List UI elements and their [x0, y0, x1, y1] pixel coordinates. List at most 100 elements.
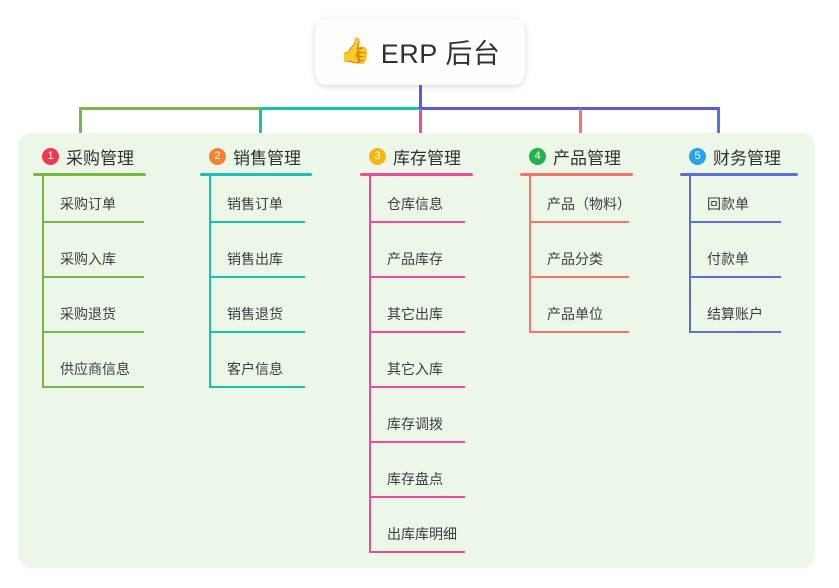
- child-item[interactable]: 其它入库: [360, 341, 520, 396]
- child-item[interactable]: 销售订单: [200, 176, 360, 231]
- child-rule: [369, 386, 465, 388]
- bus-right-connector: [419, 107, 720, 110]
- child-rule: [42, 276, 144, 278]
- branch-rule-3: [360, 173, 473, 176]
- thumbs-up-icon: 👍: [339, 37, 371, 65]
- branch-5-drop-connector: [717, 109, 720, 139]
- root-node[interactable]: 👍 ERP 后台: [315, 18, 525, 85]
- branch-title-5: 财务管理: [713, 148, 781, 168]
- child-rule: [529, 221, 629, 223]
- child-item[interactable]: 采购订单: [33, 176, 193, 231]
- bus-left-green-connector: [79, 107, 262, 110]
- child-label: 回款单: [707, 196, 749, 212]
- branch-title-1: 采购管理: [66, 148, 134, 168]
- child-item[interactable]: 出库库明细: [360, 506, 520, 561]
- branch-spine-2: [209, 176, 211, 386]
- branch-rule-4: [520, 173, 633, 176]
- child-rule: [369, 496, 465, 498]
- child-item[interactable]: 销售出库: [200, 231, 360, 286]
- child-rule: [209, 221, 305, 223]
- child-label: 出库库明细: [387, 526, 457, 542]
- branch-spine-4: [529, 176, 531, 331]
- branch-badge-2: 2: [209, 147, 226, 165]
- child-item[interactable]: 供应商信息: [33, 341, 193, 396]
- child-item[interactable]: 仓库信息: [360, 176, 520, 231]
- child-rule: [369, 551, 465, 553]
- child-label: 销售订单: [227, 196, 283, 212]
- child-item[interactable]: 回款单: [680, 176, 830, 231]
- child-rule: [369, 221, 465, 223]
- branch-column-2: 2 销售管理 销售订单销售出库销售退货客户信息: [200, 143, 360, 396]
- branch-badge-1: 1: [42, 147, 59, 165]
- child-rule: [42, 221, 144, 223]
- branch-header-3[interactable]: 3 库存管理: [360, 143, 520, 169]
- branch-column-3: 3 库存管理 仓库信息产品库存其它出库其它入库库存调拨库存盘点出库库明细: [360, 143, 520, 561]
- child-label: 仓库信息: [387, 196, 443, 212]
- child-label: 供应商信息: [60, 361, 130, 377]
- child-item[interactable]: 产品（物料）: [520, 176, 680, 231]
- child-rule: [209, 331, 305, 333]
- child-label: 其它出库: [387, 306, 443, 322]
- child-rule: [209, 386, 305, 388]
- branch-4-drop-connector: [579, 109, 582, 139]
- child-item[interactable]: 销售退货: [200, 286, 360, 341]
- child-label: 产品（物料）: [547, 196, 631, 212]
- child-item[interactable]: 采购入库: [33, 231, 193, 286]
- branch-header-5[interactable]: 5 财务管理: [680, 143, 830, 169]
- child-item[interactable]: 产品分类: [520, 231, 680, 286]
- branch-children-5: 回款单付款单结算账户: [680, 176, 830, 341]
- child-item[interactable]: 结算账户: [680, 286, 830, 341]
- branch-title-3: 库存管理: [393, 148, 461, 168]
- branch-column-5: 5 财务管理 回款单付款单结算账户: [680, 143, 830, 341]
- branch-rule-5: [680, 173, 798, 176]
- branch-badge-5: 5: [689, 147, 706, 165]
- branch-title-4: 产品管理: [553, 148, 621, 168]
- child-rule: [689, 331, 781, 333]
- child-label: 结算账户: [707, 306, 763, 322]
- child-label: 产品库存: [387, 251, 443, 267]
- branch-children-4: 产品（物料） 产品分类产品单位: [520, 176, 680, 341]
- child-item[interactable]: 其它出库: [360, 286, 520, 341]
- branch-children-3: 仓库信息产品库存其它出库其它入库库存调拨库存盘点出库库明细: [360, 176, 520, 561]
- branch-header-4[interactable]: 4 产品管理: [520, 143, 680, 169]
- root-stem-connector: [419, 85, 422, 109]
- branch-column-1: 1 采购管理 采购订单采购入库采购退货供应商信息: [33, 143, 193, 396]
- content-panel: [18, 133, 815, 568]
- child-rule: [369, 331, 465, 333]
- child-rule: [369, 441, 465, 443]
- child-rule: [529, 331, 629, 333]
- child-item[interactable]: 库存调拨: [360, 396, 520, 451]
- child-label: 销售出库: [227, 251, 283, 267]
- child-item[interactable]: 采购退货: [33, 286, 193, 341]
- branch-children-1: 采购订单采购入库采购退货供应商信息: [33, 176, 193, 396]
- child-label: 客户信息: [227, 361, 283, 377]
- branch-title-2: 销售管理: [233, 148, 301, 168]
- branch-3-drop-connector: [419, 109, 422, 139]
- child-item[interactable]: 产品单位: [520, 286, 680, 341]
- branch-spine-1: [42, 176, 44, 386]
- branch-header-2[interactable]: 2 销售管理: [200, 143, 360, 169]
- child-label: 付款单: [707, 251, 749, 267]
- child-rule: [689, 276, 781, 278]
- child-label: 库存调拨: [387, 416, 443, 432]
- child-rule: [369, 276, 465, 278]
- child-rule: [42, 386, 144, 388]
- branch-rule-1: [33, 173, 146, 176]
- child-item[interactable]: 客户信息: [200, 341, 360, 396]
- branch-badge-4: 4: [529, 147, 546, 165]
- child-label: 采购入库: [60, 251, 116, 267]
- child-rule: [42, 331, 144, 333]
- child-item[interactable]: 付款单: [680, 231, 830, 286]
- branch-header-1[interactable]: 1 采购管理: [33, 143, 193, 169]
- root-title: ERP 后台: [380, 39, 501, 69]
- child-rule: [689, 221, 781, 223]
- child-label: 销售退货: [227, 306, 283, 322]
- child-item[interactable]: 库存盘点: [360, 451, 520, 506]
- branch-spine-3: [369, 176, 371, 551]
- branch-children-2: 销售订单销售出库销售退货客户信息: [200, 176, 360, 396]
- branch-2-drop-connector: [259, 109, 262, 139]
- branch-badge-3: 3: [369, 147, 386, 165]
- branch-spine-5: [689, 176, 691, 331]
- child-item[interactable]: 产品库存: [360, 231, 520, 286]
